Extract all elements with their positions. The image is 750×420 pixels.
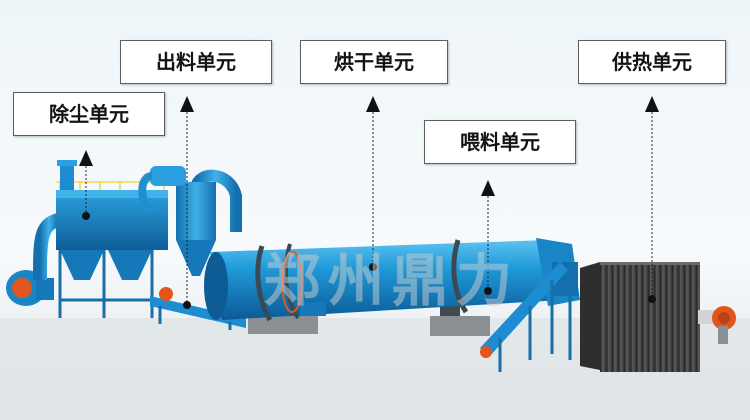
label-drying-unit: 烘干单元	[300, 40, 448, 84]
pointer-discharge	[180, 96, 194, 309]
label-feeding-unit: 喂料单元	[424, 120, 576, 164]
pointer-feeding	[481, 180, 495, 295]
label-dust-removal-unit: 除尘单元	[13, 92, 165, 136]
dust-collector	[6, 160, 186, 318]
pointer-dust	[79, 150, 93, 220]
pointer-heating	[645, 96, 659, 303]
company-watermark: 郑州鼎力	[264, 248, 520, 314]
label-discharge-unit: 出料单元	[120, 40, 272, 84]
pointer-drying	[366, 96, 380, 271]
label-heating-unit: 供热单元	[578, 40, 726, 84]
feeding-conveyor	[480, 262, 572, 372]
heater-furnace	[580, 262, 736, 372]
